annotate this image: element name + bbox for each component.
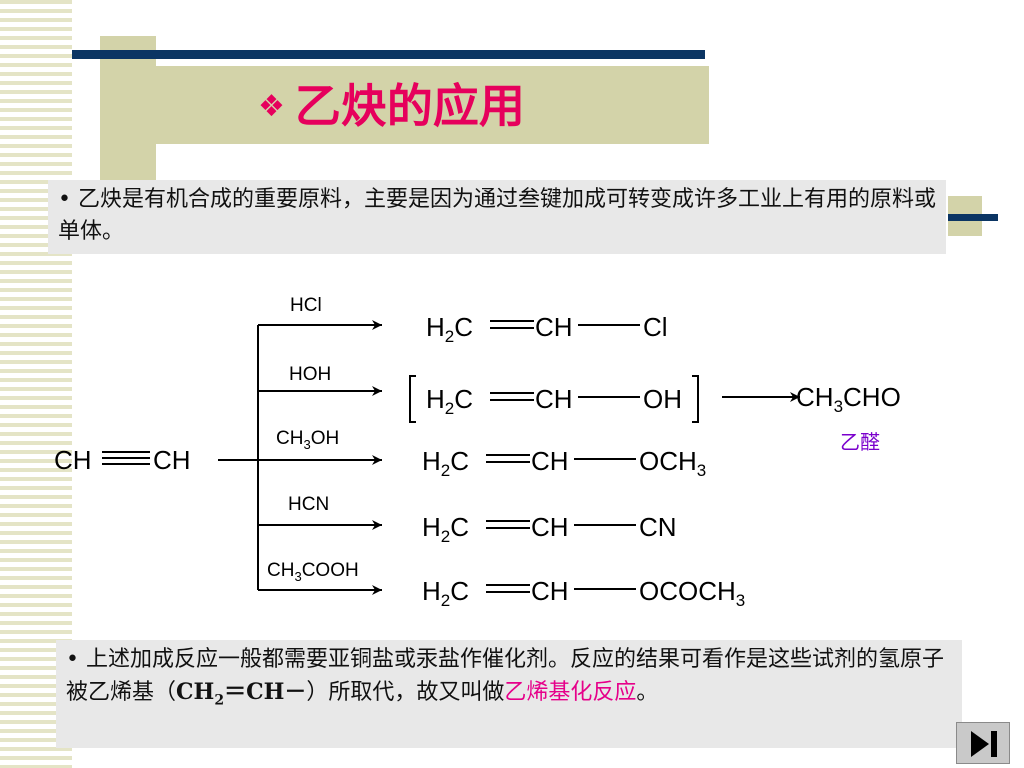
- next-slide-button[interactable]: [956, 722, 1010, 764]
- svg-text:CN: CN: [639, 512, 677, 542]
- product-3: H2C CH OCH3: [422, 446, 706, 480]
- reactant-right: CH: [153, 445, 191, 475]
- catalyst-text-2: ）所取代，故又叫做: [306, 680, 505, 705]
- branch-lines: [218, 325, 259, 590]
- svg-text:CH: CH: [531, 512, 569, 542]
- reactant-left: CH: [54, 445, 92, 475]
- vinyl-formula: CH2＝CH－: [176, 679, 307, 709]
- reagent-hcl: HCl: [290, 295, 322, 316]
- intro-paragraph: • 乙炔是有机合成的重要原料，主要是因为通过叁键加成可转变成许多工业上有用的原料…: [58, 184, 938, 248]
- vinylation-term: 乙烯基化反应: [504, 680, 637, 705]
- svg-text:OCH3: OCH3: [639, 446, 706, 480]
- intro-text: 乙炔是有机合成的重要原料，主要是因为通过叁键加成可转变成许多工业上有用的原料或单…: [58, 187, 936, 244]
- catalyst-text-1: 上述加成反应一般都需要亚铜盐或汞盐作催化剂。反应的结果可看作是这些试剂的氢原子被…: [66, 647, 944, 705]
- svg-text:CH: CH: [531, 446, 569, 476]
- svg-text:CH: CH: [535, 384, 573, 414]
- reagent-ch3oh: CH3OH: [276, 428, 339, 452]
- bullet: •: [58, 187, 71, 212]
- catalyst-text-box: • 上述加成反应一般都需要亚铜盐或汞盐作催化剂。反应的结果可看作是这些试剂的氢原…: [56, 640, 962, 748]
- bullet: •: [66, 647, 79, 672]
- product-2-enol: H2C CH OH: [409, 375, 699, 423]
- reagent-hcn: HCN: [288, 494, 329, 515]
- svg-text:CH: CH: [531, 576, 569, 606]
- svg-text:H2C: H2C: [422, 576, 469, 610]
- intro-text-box: • 乙炔是有机合成的重要原料，主要是因为通过叁键加成可转变成许多工业上有用的原料…: [48, 180, 946, 254]
- product-1: H2C CH Cl: [426, 312, 668, 346]
- reagent-ch3cooh: CH3COOH: [267, 560, 359, 584]
- reagent-labels: HCl HOH CH3OH HCN CH3COOH: [267, 295, 359, 584]
- reaction-arrows: [258, 320, 800, 595]
- title-decoration-block: [100, 36, 156, 184]
- slide-title: ❖ 乙炔的应用: [258, 74, 525, 138]
- reagent-hoh: HOH: [289, 364, 331, 385]
- product-5: H2C CH OCOCH3: [422, 576, 745, 610]
- svg-text:H2C: H2C: [422, 446, 469, 480]
- right-decoration-bar: [948, 214, 998, 221]
- svg-text:H2C: H2C: [426, 384, 473, 418]
- svg-text:CH: CH: [535, 312, 573, 342]
- acetaldehyde-name: 乙醛: [840, 430, 880, 454]
- four-diamond-bullet-icon: ❖: [258, 89, 285, 124]
- title-decoration-bar: [72, 50, 705, 59]
- catalyst-paragraph: • 上述加成反应一般都需要亚铜盐或汞盐作催化剂。反应的结果可看作是这些试剂的氢原…: [66, 644, 954, 716]
- catalyst-text-3: 。: [636, 680, 659, 705]
- svg-text:OH: OH: [643, 384, 682, 414]
- slide-title-text: 乙炔的应用: [294, 79, 525, 133]
- svg-text:OCOCH3: OCOCH3: [639, 576, 745, 610]
- skip-forward-icon: [971, 731, 997, 757]
- triple-bond: [102, 451, 150, 465]
- svg-text:H2C: H2C: [422, 512, 469, 546]
- product-acetaldehyde: CH3CHO: [796, 382, 901, 416]
- svg-text:Cl: Cl: [643, 312, 668, 342]
- svg-text:H2C: H2C: [426, 312, 473, 346]
- product-4: H2C CH CN: [422, 512, 677, 546]
- title-banner: [156, 66, 709, 144]
